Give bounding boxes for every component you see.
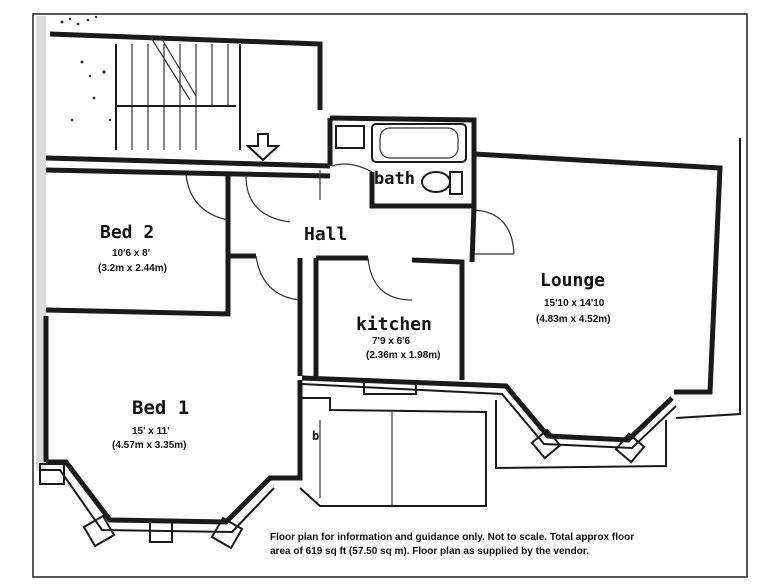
stairwell	[49, 15, 323, 162]
disclaimer-note: Floor plan for information and guidance …	[270, 532, 634, 557]
bathroom: bath	[327, 115, 477, 209]
speckle-marks	[60, 15, 112, 122]
disclaimer-line-2: area of 619 sq ft (57.50 sq m). Floor pl…	[270, 546, 589, 557]
disclaimer-line-1: Floor plan for information and guidance …	[270, 532, 634, 543]
scan-margin	[36, 16, 46, 471]
bed1-dim-imperial: 15' x 11'	[132, 426, 170, 437]
bed2: Bed 2 10'6 x 8' (3.2m x 2.44m)	[45, 172, 256, 317]
room-label-bed2: Bed 2	[100, 222, 154, 243]
kitchen: kitchen 7'9 x 6'6 (2.36m x 1.98m)	[297, 255, 465, 380]
bed1-dim-metric: (4.57m x 3.35m)	[112, 440, 187, 451]
room-label-kitchen: kitchen	[356, 314, 432, 335]
room-label-hall: Hall	[304, 224, 347, 245]
kitchen-dim-imperial: 7'9 x 6'6	[372, 336, 411, 347]
down-arrow-icon	[245, 133, 281, 162]
room-label-bed1: Bed 1	[132, 397, 189, 419]
lounge: Lounge 15'10 x 14'10 (4.83m x 4.52m)	[469, 138, 741, 419]
bed2-dim-metric: (3.2m x 2.44m)	[98, 263, 167, 274]
hall: Hall	[245, 170, 515, 301]
bed1: Bed 1 15' x 11' (4.57m x 3.35m)	[39, 316, 303, 550]
lower-cupboard: b	[299, 397, 487, 507]
lounge-bay-window	[301, 375, 677, 470]
small-label-b: b	[312, 429, 319, 443]
frame-border	[32, 13, 748, 578]
lounge-dim-imperial: 15'10 x 14'10	[544, 298, 605, 309]
lounge-dim-metric: (4.83m x 4.52m)	[536, 314, 611, 325]
room-label-bath: bath	[374, 169, 415, 189]
room-label-lounge: Lounge	[540, 270, 605, 291]
bed2-dim-imperial: 10'6 x 8'	[112, 248, 150, 259]
kitchen-dim-metric: (2.36m x 1.98m)	[366, 350, 441, 361]
